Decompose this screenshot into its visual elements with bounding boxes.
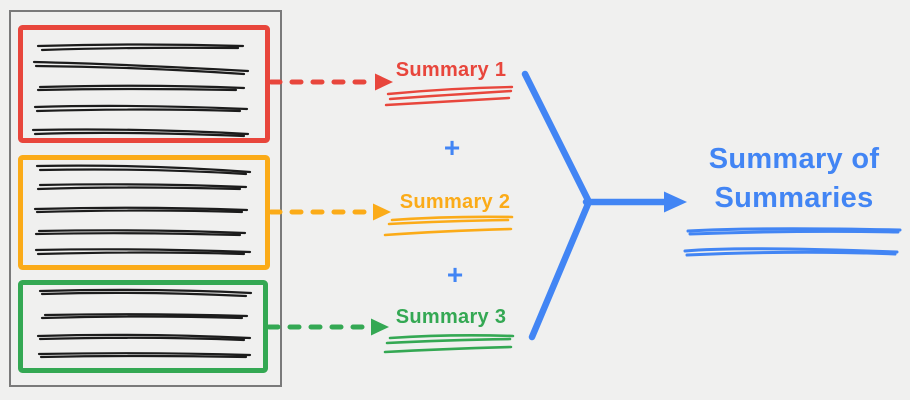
section-red-box	[18, 25, 270, 143]
red-dashed-arrow	[268, 73, 393, 91]
text-scribble-line	[36, 84, 246, 92]
summary-1-label: Summary 1	[395, 59, 507, 81]
text-scribble-line	[33, 104, 249, 113]
plus-sign-2: +	[446, 259, 464, 290]
scribble-line	[388, 89, 513, 101]
scribble-line	[390, 215, 514, 222]
green-arrowhead-icon	[371, 318, 389, 336]
section-red-text-lines	[31, 43, 250, 138]
scribble-line	[683, 247, 899, 254]
scribble-line	[383, 227, 513, 237]
merge-line-top	[521, 70, 592, 204]
orange-dashed-arrow	[268, 203, 391, 221]
section-green-text-lines	[36, 288, 253, 359]
summary-of-summaries-label: Summary of Summaries	[675, 140, 910, 218]
blue-arrowhead-icon	[664, 191, 687, 213]
result-scribble	[683, 227, 902, 257]
text-scribble-line	[33, 206, 249, 214]
text-scribble-line	[34, 248, 252, 256]
text-scribble-line	[40, 313, 249, 320]
scribble-line	[686, 227, 902, 233]
summary-2-scribble	[383, 215, 514, 237]
summary-3-label: Summary 3	[395, 306, 507, 328]
scribble-line	[385, 337, 512, 345]
result-line-1: Summary of	[708, 143, 880, 175]
plus-sign-1: +	[443, 132, 461, 163]
summary-2-label: Summary 2	[399, 191, 511, 213]
summary-1-scribble	[384, 85, 514, 107]
merge-line-bottom	[528, 200, 592, 341]
text-scribble-line	[37, 352, 252, 359]
result-line-2: Summaries	[714, 182, 874, 214]
summary-3-scribble	[383, 334, 515, 354]
section-orange-text-lines	[33, 164, 252, 256]
section-green-box	[18, 280, 268, 373]
text-scribble-line	[31, 128, 250, 138]
text-scribble-line	[32, 60, 250, 76]
section-orange-box	[18, 155, 270, 270]
document-outline	[9, 10, 282, 387]
red-arrowhead-icon	[375, 73, 393, 91]
text-scribble-line	[36, 43, 245, 52]
merge-arrow	[521, 70, 687, 341]
scribble-line	[384, 96, 511, 107]
orange-arrowhead-icon	[373, 203, 391, 221]
text-scribble-line	[38, 288, 253, 298]
green-dashed-arrow	[266, 318, 389, 336]
scribble-line	[685, 250, 897, 257]
text-scribble-line	[36, 333, 252, 342]
scribble-line	[387, 218, 510, 226]
text-scribble-line	[34, 229, 247, 237]
scribble-line	[388, 334, 515, 340]
text-scribble-line	[35, 164, 252, 176]
scribble-line	[386, 85, 514, 96]
scribble-line	[688, 229, 900, 236]
scribble-line	[383, 345, 513, 354]
text-scribble-line	[36, 183, 248, 191]
